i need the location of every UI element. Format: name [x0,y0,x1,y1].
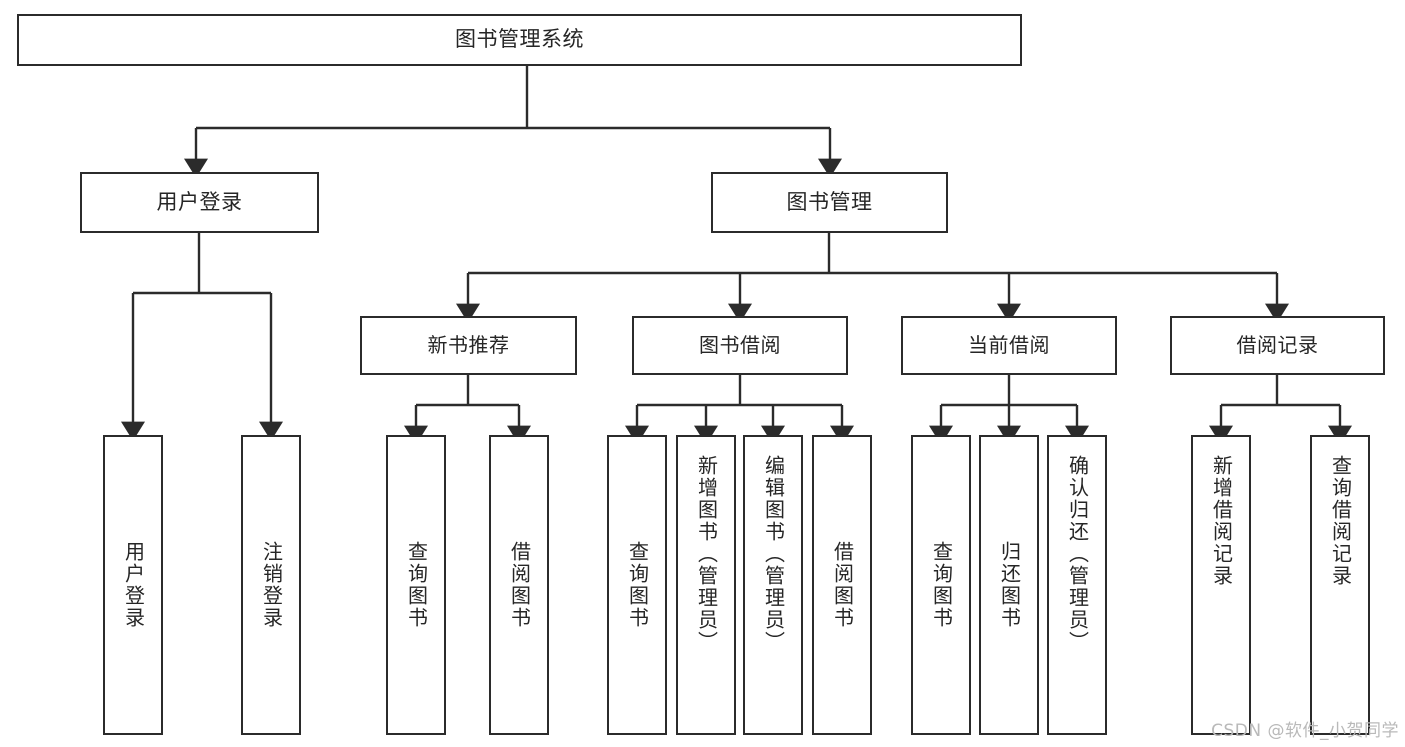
leaf-query-book-current[interactable]: 查询图书 [911,435,971,735]
node-label: 图书借阅 [699,333,781,358]
leaf-query-book-borrow[interactable]: 查询图书 [607,435,667,735]
node-label: 查询图书 [625,541,650,629]
leaf-confirm-return-admin[interactable]: 确认归还（管理员） [1047,435,1107,735]
node-label: 当前借阅 [968,333,1050,358]
leaf-user-login[interactable]: 用户登录 [103,435,163,735]
node-label: 用户登录 [156,189,243,214]
leaf-borrow-book[interactable]: 借阅图书 [812,435,872,735]
node-label: 借阅记录 [1236,333,1319,358]
leaf-return-book[interactable]: 归还图书 [979,435,1039,735]
watermark-text: CSDN @软件_小贺同学 [1211,721,1399,741]
leaf-logout-login[interactable]: 注销登录 [241,435,301,735]
node-user-login[interactable]: 用户登录 [80,172,319,233]
leaf-borrow-book-recommend[interactable]: 借阅图书 [489,435,549,735]
node-label: 查询图书 [404,541,429,629]
leaf-query-borrow-record[interactable]: 查询借阅记录 [1310,435,1370,735]
leaf-add-borrow-record[interactable]: 新增借阅记录 [1191,435,1251,735]
node-label: 新增借阅记录 [1209,455,1234,587]
node-label: 图书管理系统 [455,27,584,52]
node-label: 查询图书 [929,541,954,629]
node-borrow-record[interactable]: 借阅记录 [1170,316,1385,375]
node-label: 注销登录 [259,541,284,629]
node-new-book-recommend[interactable]: 新书推荐 [360,316,577,375]
node-label: 归还图书 [997,541,1022,629]
leaf-add-book-admin[interactable]: 新增图书（管理员） [676,435,736,735]
node-label: 确认归还（管理员） [1065,455,1090,653]
node-root-system[interactable]: 图书管理系统 [17,14,1022,66]
node-label: 新增图书（管理员） [694,455,719,653]
node-label: 用户登录 [121,541,146,629]
node-label: 图书管理 [786,189,873,214]
node-label: 借阅图书 [507,541,532,629]
leaf-query-book-recommend[interactable]: 查询图书 [386,435,446,735]
node-label: 新书推荐 [427,333,510,358]
node-current-borrow[interactable]: 当前借阅 [901,316,1117,375]
node-label: 借阅图书 [830,541,855,629]
node-book-borrow[interactable]: 图书借阅 [632,316,848,375]
leaf-edit-book-admin[interactable]: 编辑图书（管理员） [743,435,803,735]
node-label: 编辑图书（管理员） [761,455,786,653]
node-book-manage[interactable]: 图书管理 [711,172,948,233]
node-label: 查询借阅记录 [1328,455,1353,587]
